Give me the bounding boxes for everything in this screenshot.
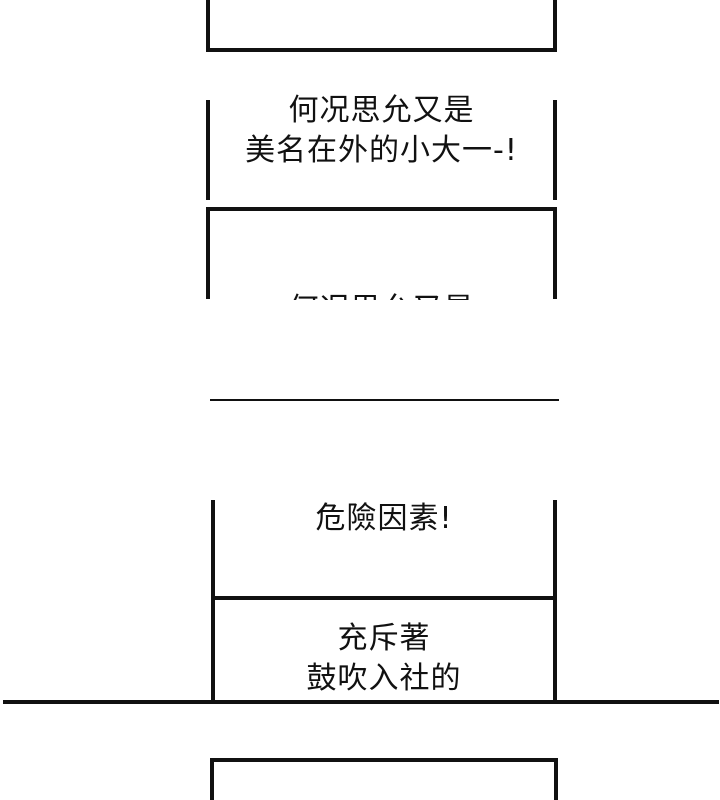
cut-caption-clip: 何况思允又是 — [210, 289, 553, 300]
bottom-box-left-border — [210, 758, 214, 800]
page-horizontal-rule — [3, 700, 719, 704]
top-caption-line-2: 美名在外的小大一-! — [245, 133, 518, 168]
caption-column-right-border — [553, 100, 557, 200]
society-caption-line-2: 鼓吹入社的 — [306, 661, 462, 696]
top-box-right-border — [553, 0, 557, 52]
lower-column-divider — [213, 596, 556, 600]
caption-column-left-border — [206, 100, 210, 200]
cut-caption-line-1: 何况思允又是 — [210, 289, 553, 300]
lower-column-left-border — [211, 500, 215, 700]
cut-box-top-border — [206, 207, 557, 211]
danger-caption: 危險因素! — [315, 501, 453, 536]
bottom-box-right-border — [554, 758, 558, 800]
top-caption-line-1: 何况思允又是 — [288, 93, 475, 128]
top-caption-clip: 何况思允又是 美名在外的小大一-! — [210, 88, 553, 200]
top-box-left-border — [206, 0, 210, 52]
separator-line — [210, 399, 559, 401]
lower-column-right-border — [553, 500, 557, 700]
top-box-bottom-border — [206, 48, 557, 52]
bottom-box-top-border — [210, 758, 558, 762]
cut-box-left-border — [206, 207, 210, 299]
cut-box-right-border — [553, 207, 557, 299]
society-caption-line-1: 充斥著 — [337, 621, 431, 656]
